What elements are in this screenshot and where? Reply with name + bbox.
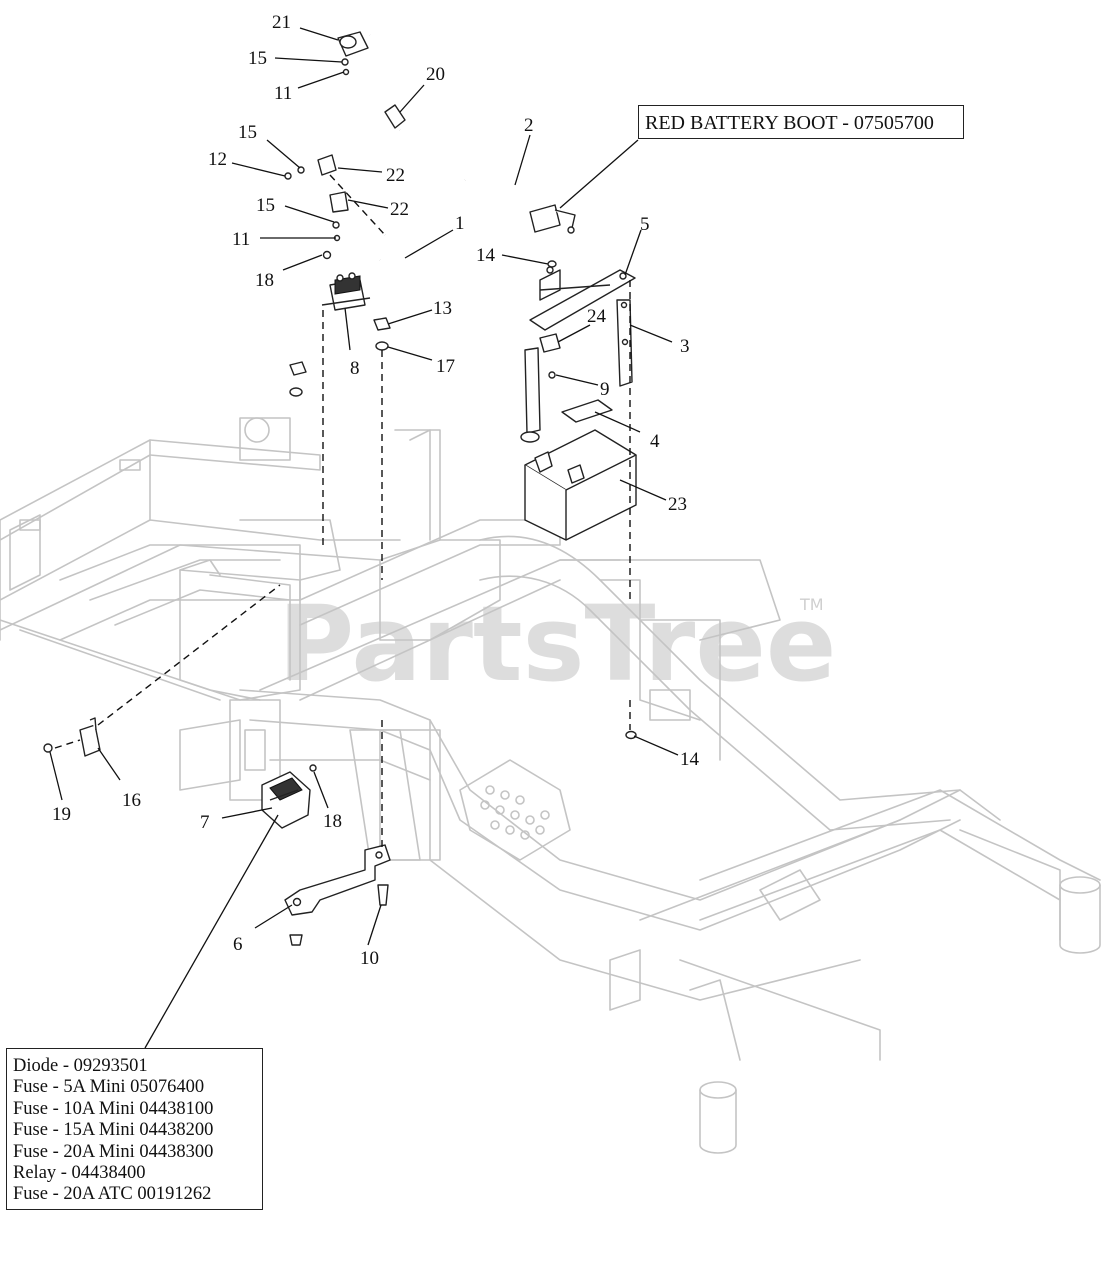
callout-24: 24 — [587, 306, 607, 327]
parts-list-item: Fuse - 10A Mini 04438100 — [13, 1098, 214, 1119]
battery-bracket — [529, 266, 636, 331]
parts-list-item: Fuse - 20A Mini 04438300 — [13, 1141, 214, 1162]
nut-and-washer — [289, 317, 391, 397]
callout-12: 12 — [208, 149, 227, 170]
callout-7: 7 — [200, 812, 210, 833]
terminal-caps — [317, 154, 349, 213]
callout-8: 8 — [350, 358, 360, 379]
callout-13: 13 — [433, 298, 452, 319]
callout-1: 1 — [455, 213, 465, 234]
leader-lines — [49, 27, 679, 1049]
fuse-block-part — [261, 764, 317, 829]
strap-hardware — [539, 333, 561, 379]
callout-15: 15 — [256, 195, 275, 216]
callout-9: 9 — [600, 379, 610, 400]
callout-18: 18 — [255, 270, 274, 291]
mower-frame — [0, 417, 1101, 1154]
callout-15: 15 — [248, 48, 267, 69]
footrest-holes — [480, 785, 550, 840]
battery-pad — [561, 399, 613, 423]
callout-10: 10 — [360, 948, 379, 969]
red-battery-boot-note: RED BATTERY BOOT - 07505700 — [638, 105, 964, 139]
parts-list-item: Fuse - 15A Mini 04438200 — [13, 1120, 214, 1141]
solenoid-part — [321, 272, 371, 311]
battery-strap-left — [520, 347, 541, 443]
alignment-lines — [54, 174, 631, 850]
callout-23: 23 — [668, 494, 687, 515]
callout-16: 16 — [122, 790, 141, 811]
parts-list-item: Fuse - 5A Mini 05076400 — [13, 1077, 205, 1098]
parts-list-item: Diode - 09293501 — [13, 1056, 148, 1076]
callout-2: 2 — [524, 115, 534, 136]
callout-19: 19 — [52, 804, 71, 825]
callout-3: 3 — [680, 336, 690, 357]
callout-21: 21 — [272, 12, 291, 33]
callout-18: 18 — [323, 811, 342, 832]
callout-4: 4 — [650, 431, 660, 452]
callout-22: 22 — [390, 199, 409, 220]
watermark-trademark: TM — [799, 595, 824, 614]
callout-15: 15 — [238, 122, 257, 143]
callout-22: 22 — [386, 165, 405, 186]
battery-part — [524, 429, 637, 541]
parts-list-box: Diode - 09293501 Fuse - 5A Mini 05076400… — [6, 1048, 263, 1210]
parts-list-item: Fuse - 20A ATC 00191262 — [13, 1184, 212, 1205]
lower-washer — [547, 260, 637, 740]
callout-17: 17 — [436, 356, 455, 377]
short-cable-part — [378, 234, 412, 297]
battery-strap-right — [616, 299, 633, 387]
callout-14: 14 — [680, 749, 700, 770]
ground-strap-part — [284, 844, 391, 946]
parts-list-item: Relay - 04438400 — [13, 1163, 146, 1184]
callout-11: 11 — [232, 229, 250, 250]
callout-numbers: 21 15 11 20 2 15 12 22 22 15 1 11 18 8 1… — [52, 12, 700, 969]
callout-6: 6 — [233, 934, 243, 955]
clamp-part — [384, 104, 406, 129]
callout-11: 11 — [274, 83, 292, 104]
small-hardware-top — [284, 58, 350, 260]
callout-20: 20 — [426, 64, 445, 85]
watermark-text: PartsTree — [278, 583, 836, 705]
clamp-and-bolt — [43, 717, 101, 757]
callout-14: 14 — [476, 245, 496, 266]
battery-cable-harness — [342, 33, 576, 234]
callout-5: 5 — [640, 214, 650, 235]
terminal-boot-part — [337, 31, 369, 57]
